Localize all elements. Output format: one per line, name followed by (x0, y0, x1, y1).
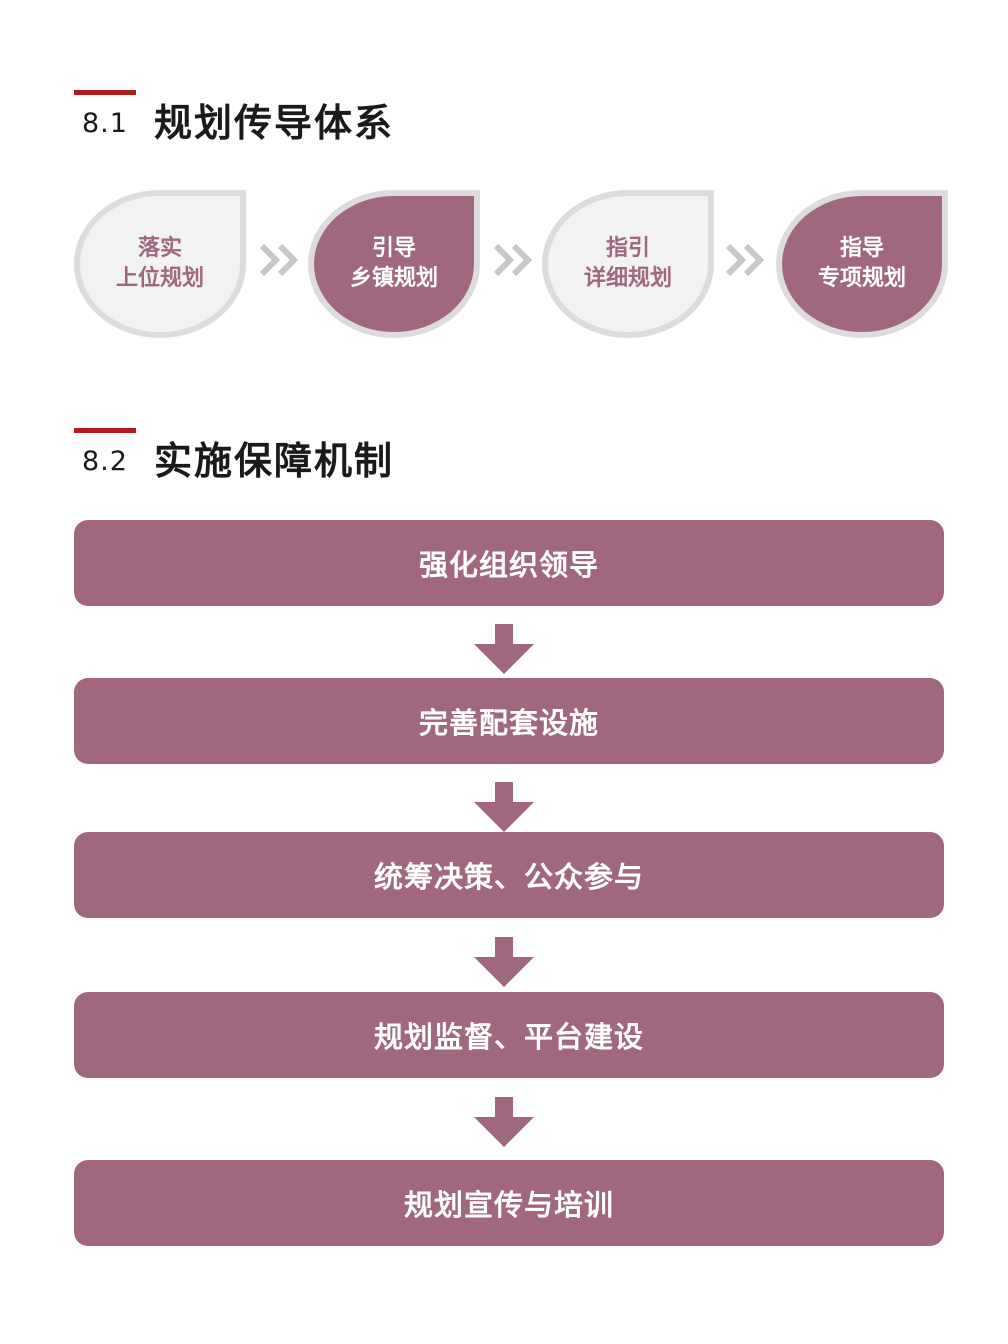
flow-box-label: 完善配套设施 (418, 706, 599, 740)
flow-box-label: 强化组织领导 (418, 548, 599, 582)
step-drop-3: 指引 详细规划 (542, 190, 714, 338)
step-line2: 乡镇规划 (349, 266, 438, 291)
step-line2: 专项规划 (817, 266, 906, 291)
flow-box-label: 统筹决策、公众参与 (373, 860, 644, 894)
section-title: 实施保障机制 (154, 439, 395, 483)
flow-box-label: 规划监督、平台建设 (373, 1020, 644, 1054)
double-chevron-right-icon (259, 243, 299, 277)
step-line1: 指引 (605, 236, 650, 261)
arrow-down-icon (474, 782, 534, 832)
step-line1: 落实 (137, 236, 182, 261)
section-header-8-2: 8.2 实施保障机制 (74, 428, 494, 488)
step-drop-4: 指导 专项规划 (776, 190, 948, 338)
section-number: 8.2 (82, 446, 128, 477)
arrow-down-icon (474, 624, 534, 674)
step-drop-1: 落实 上位规划 (74, 190, 246, 338)
step-line1: 指导 (839, 236, 884, 261)
step-line1: 引导 (371, 236, 416, 261)
flow-box-5: 规划宣传与培训 (74, 1160, 944, 1246)
arrow-down-icon (474, 937, 534, 987)
flow-box-label: 规划宣传与培训 (403, 1188, 614, 1222)
double-chevron-right-icon (725, 243, 765, 277)
flow-box-1: 强化组织领导 (74, 520, 944, 606)
flow-box-3: 统筹决策、公众参与 (74, 832, 944, 918)
section-number: 8.1 (82, 108, 128, 139)
flow-box-2: 完善配套设施 (74, 678, 944, 764)
header-accent-bar (74, 90, 136, 95)
step-line2: 上位规划 (115, 266, 204, 291)
section-header-8-1: 8.1 规划传导体系 (74, 90, 494, 150)
flow-box-4: 规划监督、平台建设 (74, 992, 944, 1078)
step-drop-2: 引导 乡镇规划 (308, 190, 480, 338)
header-accent-bar (74, 428, 136, 433)
step-line2: 详细规划 (583, 266, 672, 291)
section-title: 规划传导体系 (154, 101, 395, 145)
arrow-down-icon (474, 1097, 534, 1147)
double-chevron-right-icon (493, 243, 533, 277)
